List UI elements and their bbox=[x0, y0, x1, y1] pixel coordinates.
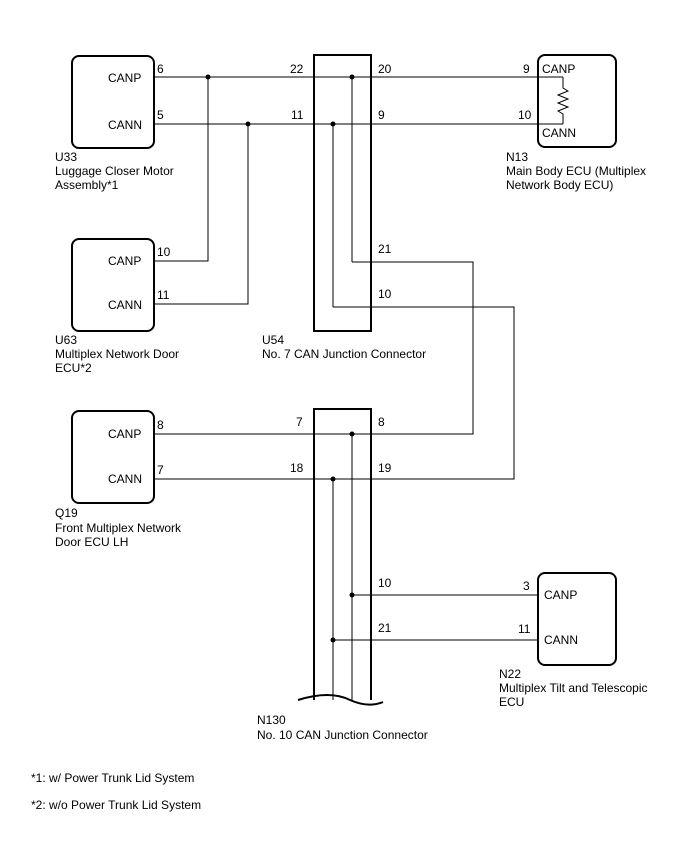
wire-u63-canp bbox=[154, 77, 209, 262]
n22-name-line2: ECU bbox=[499, 695, 524, 709]
n130-pin-21: 21 bbox=[378, 621, 392, 635]
n13-pin-cann: 10 bbox=[518, 108, 532, 122]
n130-pin-8: 8 bbox=[378, 415, 385, 429]
u54-pin-20: 20 bbox=[378, 62, 392, 76]
n130-pin-7: 7 bbox=[296, 415, 303, 429]
u63-code: U63 bbox=[55, 333, 77, 347]
footnote-2: *2: w/o Power Trunk Lid System bbox=[31, 798, 201, 812]
u33-cann-label: CANN bbox=[108, 118, 142, 132]
footnote-1: *1: w/ Power Trunk Lid System bbox=[31, 771, 194, 785]
u33-pin-cann: 5 bbox=[157, 108, 164, 122]
n22-canp-label: CANP bbox=[544, 588, 577, 602]
n13-pin-canp: 9 bbox=[523, 62, 530, 76]
junction-dot bbox=[349, 431, 355, 437]
q19-code: Q19 bbox=[55, 506, 78, 520]
wire-u63-cann bbox=[154, 124, 249, 305]
junction-dot bbox=[330, 121, 336, 127]
junction-dot bbox=[330, 637, 336, 643]
n130-connector bbox=[313, 408, 372, 700]
q19-name-line1: Front Multiplex Network bbox=[55, 521, 182, 535]
q19-ecu-box bbox=[71, 410, 155, 504]
n22-name-line1: Multiplex Tilt and Telescopic bbox=[499, 681, 648, 695]
resistor-icon bbox=[556, 77, 570, 124]
n22-ecu-box bbox=[537, 572, 617, 666]
n13-name-line1: Main Body ECU (Multiplex bbox=[506, 164, 646, 178]
n13-canp-label: CANP bbox=[542, 62, 575, 76]
u33-ecu-box bbox=[71, 55, 155, 149]
u33-code: U33 bbox=[55, 150, 77, 164]
wire-u54-21-n130-8 bbox=[352, 261, 474, 435]
q19-name-line2: Door ECU LH bbox=[55, 535, 128, 549]
junction-dot bbox=[245, 121, 251, 127]
n13-code: N13 bbox=[506, 150, 528, 164]
n22-pin-cann: 11 bbox=[518, 622, 531, 636]
u63-canp-label: CANP bbox=[108, 254, 141, 268]
u54-pin-9: 9 bbox=[378, 108, 385, 122]
n13-name-line2: Network Body ECU) bbox=[506, 178, 613, 192]
u63-pin-cann: 11 bbox=[157, 288, 170, 302]
junction-dot bbox=[349, 592, 355, 598]
junction-dot bbox=[349, 74, 355, 80]
n130-pin-10: 10 bbox=[378, 576, 392, 590]
n130-pin-18: 18 bbox=[290, 461, 304, 475]
u63-cann-label: CANN bbox=[108, 298, 142, 312]
n130-code: N130 bbox=[257, 713, 286, 727]
q19-cann-label: CANN bbox=[108, 472, 142, 486]
n22-pin-canp: 3 bbox=[523, 579, 530, 593]
u54-pin-21: 21 bbox=[378, 242, 392, 256]
u33-canp-label: CANP bbox=[108, 71, 141, 85]
q19-pin-cann: 7 bbox=[157, 463, 164, 477]
u54-pin-22: 22 bbox=[290, 62, 304, 76]
u63-name-line2: ECU*2 bbox=[55, 361, 92, 375]
junction-dot bbox=[330, 476, 336, 482]
n22-cann-label: CANN bbox=[544, 633, 578, 647]
u63-name-line1: Multiplex Network Door bbox=[55, 347, 179, 361]
n22-code: N22 bbox=[499, 667, 521, 681]
wire-u54-10-n130-19 bbox=[333, 306, 515, 480]
n130-cut-edge bbox=[297, 694, 384, 706]
u54-connector bbox=[313, 54, 372, 332]
u63-pin-canp: 10 bbox=[157, 245, 171, 259]
u54-pin-11: 11 bbox=[291, 108, 304, 122]
q19-canp-label: CANP bbox=[108, 427, 141, 441]
u54-code: U54 bbox=[262, 333, 284, 347]
u63-ecu-box bbox=[71, 238, 155, 332]
u33-name-line2: Assembly*1 bbox=[55, 178, 119, 192]
u33-pin-canp: 6 bbox=[157, 62, 164, 76]
u33-name-line1: Luggage Closer Motor bbox=[55, 164, 174, 178]
q19-pin-canp: 8 bbox=[157, 418, 164, 432]
n13-cann-label: CANN bbox=[542, 126, 576, 140]
junction-dot bbox=[205, 74, 211, 80]
u54-name: No. 7 CAN Junction Connector bbox=[262, 347, 426, 361]
n130-pin-19: 19 bbox=[378, 461, 392, 475]
n130-name: No. 10 CAN Junction Connector bbox=[257, 728, 428, 742]
u54-pin-10: 10 bbox=[378, 287, 392, 301]
